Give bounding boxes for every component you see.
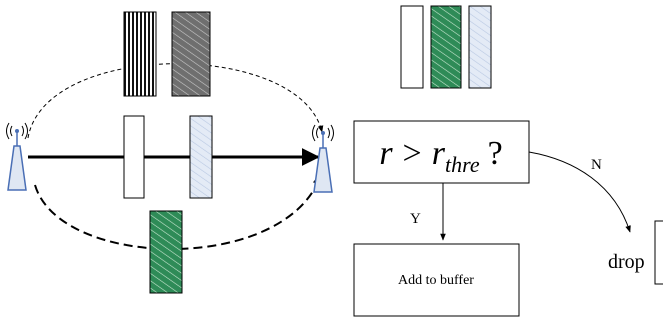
- left-antenna-icon: [6, 122, 28, 191]
- incoming-packet-green: [430, 5, 462, 89]
- packet-middle-lightblue: [189, 115, 213, 199]
- right-antenna-icon: [312, 124, 334, 193]
- decision-condition: r>rthre?: [379, 135, 502, 177]
- buffer-label: Add to buffer: [398, 273, 474, 288]
- incoming-packet-lightblue: [468, 5, 492, 89]
- packet-upper-gray: [171, 11, 211, 97]
- no-label: N: [591, 157, 602, 173]
- decision-box: [353, 120, 530, 184]
- drop-box: [654, 220, 663, 285]
- packet-middle-white: [123, 115, 145, 199]
- drop-label: drop: [608, 251, 645, 273]
- packet-upper-striped: [123, 11, 157, 97]
- lower-dashed-arc: [34, 170, 324, 250]
- no-arrow: [528, 151, 631, 233]
- buffer-box: [353, 243, 520, 317]
- packet-lower-green: [149, 210, 183, 294]
- incoming-packet-white: [400, 5, 424, 89]
- yes-label: Y: [410, 211, 421, 227]
